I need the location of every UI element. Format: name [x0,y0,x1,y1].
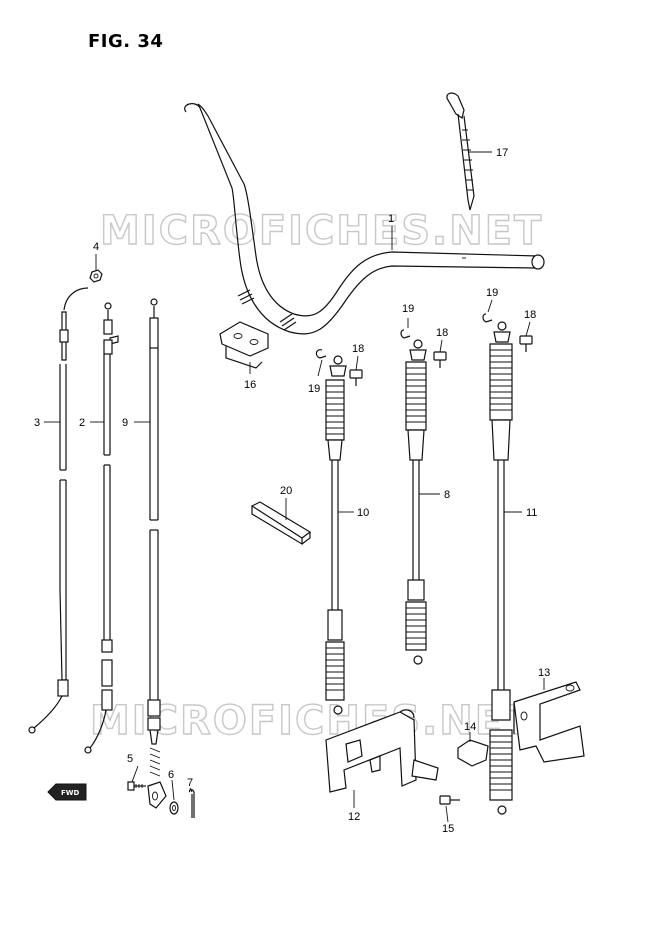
callout-16: 16 [244,379,256,391]
callout-1: 1 [388,213,394,225]
callout-19-right: 19 [486,287,498,299]
bolt-5 [127,781,146,791]
callout-6: 6 [168,769,174,781]
pad-20 [250,501,312,546]
cable-11 [489,321,513,815]
cable-8 [405,339,427,665]
callout-11: 11 [526,507,537,519]
callout-10: 10 [357,507,369,519]
bracket-12 [325,709,439,793]
svg-text:FWD: FWD [61,789,80,797]
bolt-18-left [349,369,363,386]
callout-8: 8 [444,489,450,501]
figure-title: FIG. 34 [88,31,164,52]
callout-13: 13 [538,667,550,679]
leader-lines [44,151,545,823]
callout-7: 7 [187,777,193,789]
callout-18-middle: 18 [436,327,448,339]
callouts: 1 2 3 4 5 6 7 8 9 10 11 12 13 14 15 16 1… [34,147,550,835]
callout-19-left: 19 [308,383,320,395]
bracket-13 [513,681,585,763]
callout-3: 3 [34,417,40,429]
clip-19-right [482,313,493,323]
callout-12: 12 [348,811,360,823]
callout-19-middle: 19 [402,303,414,315]
cable-3 [28,287,89,734]
clip-19-left [315,349,327,359]
callout-9: 9 [122,417,128,429]
adjuster-nut [89,269,103,283]
washer-6 [169,801,179,815]
callout-14: 14 [464,721,476,733]
callout-15: 15 [442,823,454,835]
cable-2 [84,302,119,754]
holder-bracket [219,321,269,369]
bolt-18-middle [433,351,447,368]
clip-19-middle [400,329,411,339]
bolt-18-right [519,335,533,352]
callout-20: 20 [280,485,292,497]
cable-tie [446,92,475,211]
callout-2: 2 [79,417,85,429]
cable-9 [147,298,167,809]
cotter-pin-7 [188,789,195,818]
callout-5: 5 [127,753,133,765]
watermark-bottom: MICROFICHES.NET [90,698,533,744]
bolt-15 [439,795,460,805]
watermark-top: MICROFICHES.NET [100,208,543,254]
callout-4: 4 [93,241,99,253]
callout-18-left: 18 [352,343,364,355]
cable-10 [325,355,347,715]
handlebar [184,103,545,335]
callout-17: 17 [496,147,508,159]
callout-18-right: 18 [524,309,536,321]
forward-direction-badge: FWD [47,783,87,801]
